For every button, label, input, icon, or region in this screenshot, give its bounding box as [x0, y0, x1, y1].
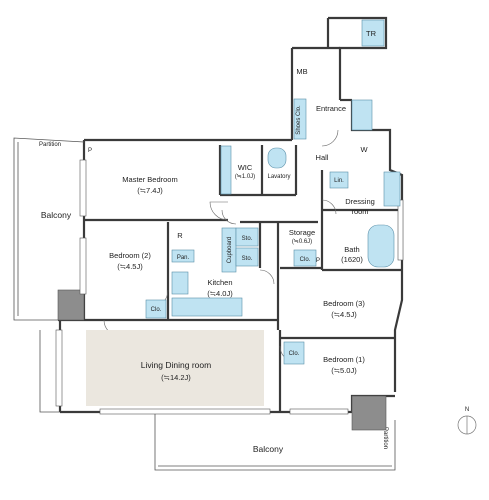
living-dining-label: Living Dining room — [141, 360, 211, 370]
storage-closet-label: Clo. — [300, 257, 311, 263]
south-balcony: Balcony Partition — [39, 330, 396, 471]
west-balcony: Balcony Partition — [13, 137, 85, 321]
dressing-label-1: Dressing — [345, 197, 375, 206]
bedroom1-label: Bedroom (1) — [323, 355, 365, 364]
linen-closet — [329, 171, 349, 189]
wic-size: (≒1.0J) — [235, 174, 255, 180]
interior-walls — [84, 145, 402, 412]
entrance-label: Entrance — [316, 104, 346, 113]
p-master-label: P — [88, 148, 92, 154]
shoes-closet-label: Shoes Clo. — [296, 105, 302, 135]
dressing-label-2: room — [351, 207, 368, 216]
fixtures — [145, 98, 401, 365]
toilet — [267, 147, 287, 169]
lavatory-label: Lavatory — [267, 174, 290, 180]
column-se — [351, 395, 387, 431]
p-storage-label: P — [316, 258, 320, 264]
storage-shelf-1 — [235, 227, 259, 247]
balcony-south-label: Balcony — [253, 444, 284, 454]
w-label: W — [360, 145, 368, 154]
master-bedroom-label: Master Bedroom — [122, 175, 177, 184]
master-bedroom-size: (≒7.4J) — [137, 186, 163, 195]
north-compass: N — [457, 407, 477, 435]
partition-label-south: Partition — [382, 427, 388, 449]
bedroom2-size: (≒4.5J) — [117, 262, 143, 271]
sto-label-1: Sto. — [242, 236, 253, 242]
balcony-west-label: Balcony — [41, 210, 72, 220]
closet-bedroom2 — [145, 299, 167, 319]
storage-shelf-2 — [235, 247, 259, 267]
trunk-room-fixture — [361, 19, 385, 47]
bath-label: Bath — [344, 245, 359, 254]
bedroom2-label: Bedroom (2) — [109, 251, 151, 260]
kitchen-counter — [171, 297, 243, 317]
bathtub — [367, 224, 395, 268]
storage-closet — [293, 249, 317, 267]
closet-bedroom2-label: Clo. — [151, 307, 162, 313]
compass-north-label: N — [465, 407, 469, 413]
entrance-storage — [351, 99, 373, 131]
tr-mb-block — [290, 16, 388, 140]
kitchen-sink — [171, 271, 189, 295]
wic-shelf — [220, 145, 232, 195]
living-floor — [86, 330, 264, 406]
bedroom1-size: (≒5.0J) — [331, 366, 357, 375]
mb-label: MB — [296, 67, 307, 76]
tr-label: TR — [366, 29, 377, 38]
kitchen-label: Kitchen — [207, 278, 232, 287]
closet-bedroom1 — [283, 341, 305, 365]
labels: TR MB Entrance Shoes Clo. Hall W Master … — [88, 29, 377, 382]
pantry — [171, 249, 195, 263]
wic-label: WIC — [238, 163, 253, 172]
hall-label: Hall — [316, 153, 329, 162]
storage-label: Storage — [289, 228, 315, 237]
partition-label-west: Partition — [39, 142, 61, 148]
storage-size: (≒0.6J) — [292, 239, 312, 245]
living-dining-size: (≒14.2J) — [161, 373, 191, 382]
column-sw — [57, 289, 85, 321]
bath-size: (1620) — [341, 255, 363, 264]
linen-label: Lin. — [334, 178, 344, 184]
bedroom3-size: (≒4.5J) — [331, 310, 357, 319]
pantry-label: Pan. — [177, 255, 190, 261]
refrigerator-label: R — [177, 231, 183, 240]
closet-bedroom1-label: Clo. — [289, 351, 300, 357]
sto-label-2: Sto. — [242, 256, 253, 262]
windows — [55, 159, 404, 415]
shoes-closet — [293, 98, 307, 140]
washbasin — [383, 171, 401, 207]
bedroom3-label: Bedroom (3) — [323, 299, 365, 308]
cupboard-label: Cupboard — [227, 237, 233, 263]
kitchen-size: (≒4.0J) — [207, 289, 233, 298]
